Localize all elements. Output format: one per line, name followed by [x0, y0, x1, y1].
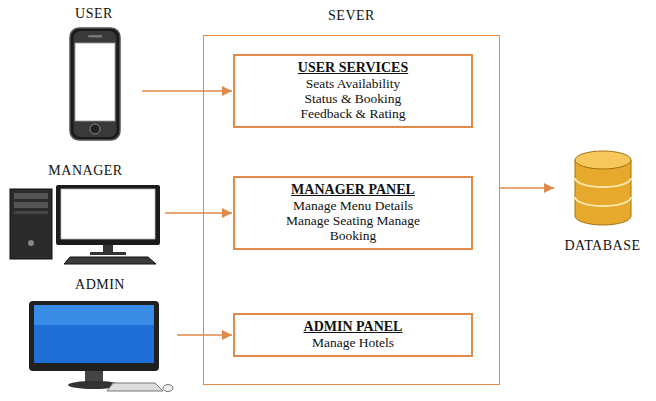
panel-heading: MANAGER PANEL	[243, 182, 463, 198]
server-box: SEVERUSER SERVICESSeats Availability Sta…	[203, 35, 500, 385]
device-label: ADMIN	[25, 277, 175, 293]
panel-heading: ADMIN PANEL	[243, 319, 463, 335]
database-icon	[571, 150, 635, 228]
connector-arrow	[177, 334, 232, 336]
database-node: DATABASE	[555, 150, 650, 254]
panel-items: Manage Menu Details Manage Seating Manag…	[285, 198, 421, 243]
monitor-icon	[25, 299, 175, 395]
connector-arrow	[165, 212, 232, 214]
client-device: ADMIN	[25, 277, 175, 395]
client-device: USER	[48, 6, 140, 144]
connector-arrow	[142, 90, 232, 92]
panel-items: Seats Availability Status & Booking Feed…	[289, 76, 417, 121]
panel-heading: USER SERVICES	[243, 60, 463, 76]
device-label: USER	[48, 6, 140, 22]
server-label: SEVER	[204, 8, 499, 24]
service-panel: USER SERVICESSeats Availability Status &…	[233, 54, 473, 128]
connector-arrow	[500, 187, 554, 189]
desktop-computer-icon	[8, 183, 163, 265]
device-label: MANAGER	[8, 163, 163, 179]
service-panel: ADMIN PANELManage Hotels	[233, 313, 473, 357]
client-device: MANAGER	[8, 163, 163, 265]
database-label: DATABASE	[555, 238, 650, 254]
panel-items: Manage Hotels	[278, 335, 428, 350]
service-panel: MANAGER PANELManage Menu Details Manage …	[233, 176, 473, 250]
phone-icon	[48, 26, 140, 144]
